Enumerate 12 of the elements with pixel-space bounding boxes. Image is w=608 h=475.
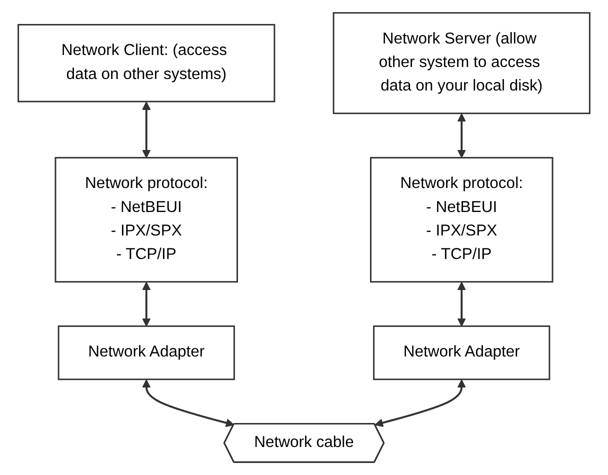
arrow <box>142 379 234 428</box>
arrow <box>142 102 151 158</box>
arrow <box>457 282 466 327</box>
node-box: Network Adapter <box>373 325 550 380</box>
node-box: Network protocol: - NetBEUI - IPX/SPX - TCP/IP <box>54 156 238 283</box>
node-box: Network Adapter <box>58 325 235 380</box>
node-box: Network Server (allow other system to access data on your local disk) <box>332 12 590 114</box>
node-box: Network Client: (access data on other systems) <box>18 24 276 102</box>
node-box: Network protocol: - NetBEUI - IPX/SPX - TCP/IP <box>370 156 554 283</box>
arrow <box>374 379 466 428</box>
arrow <box>142 282 151 327</box>
arrow <box>457 113 466 158</box>
